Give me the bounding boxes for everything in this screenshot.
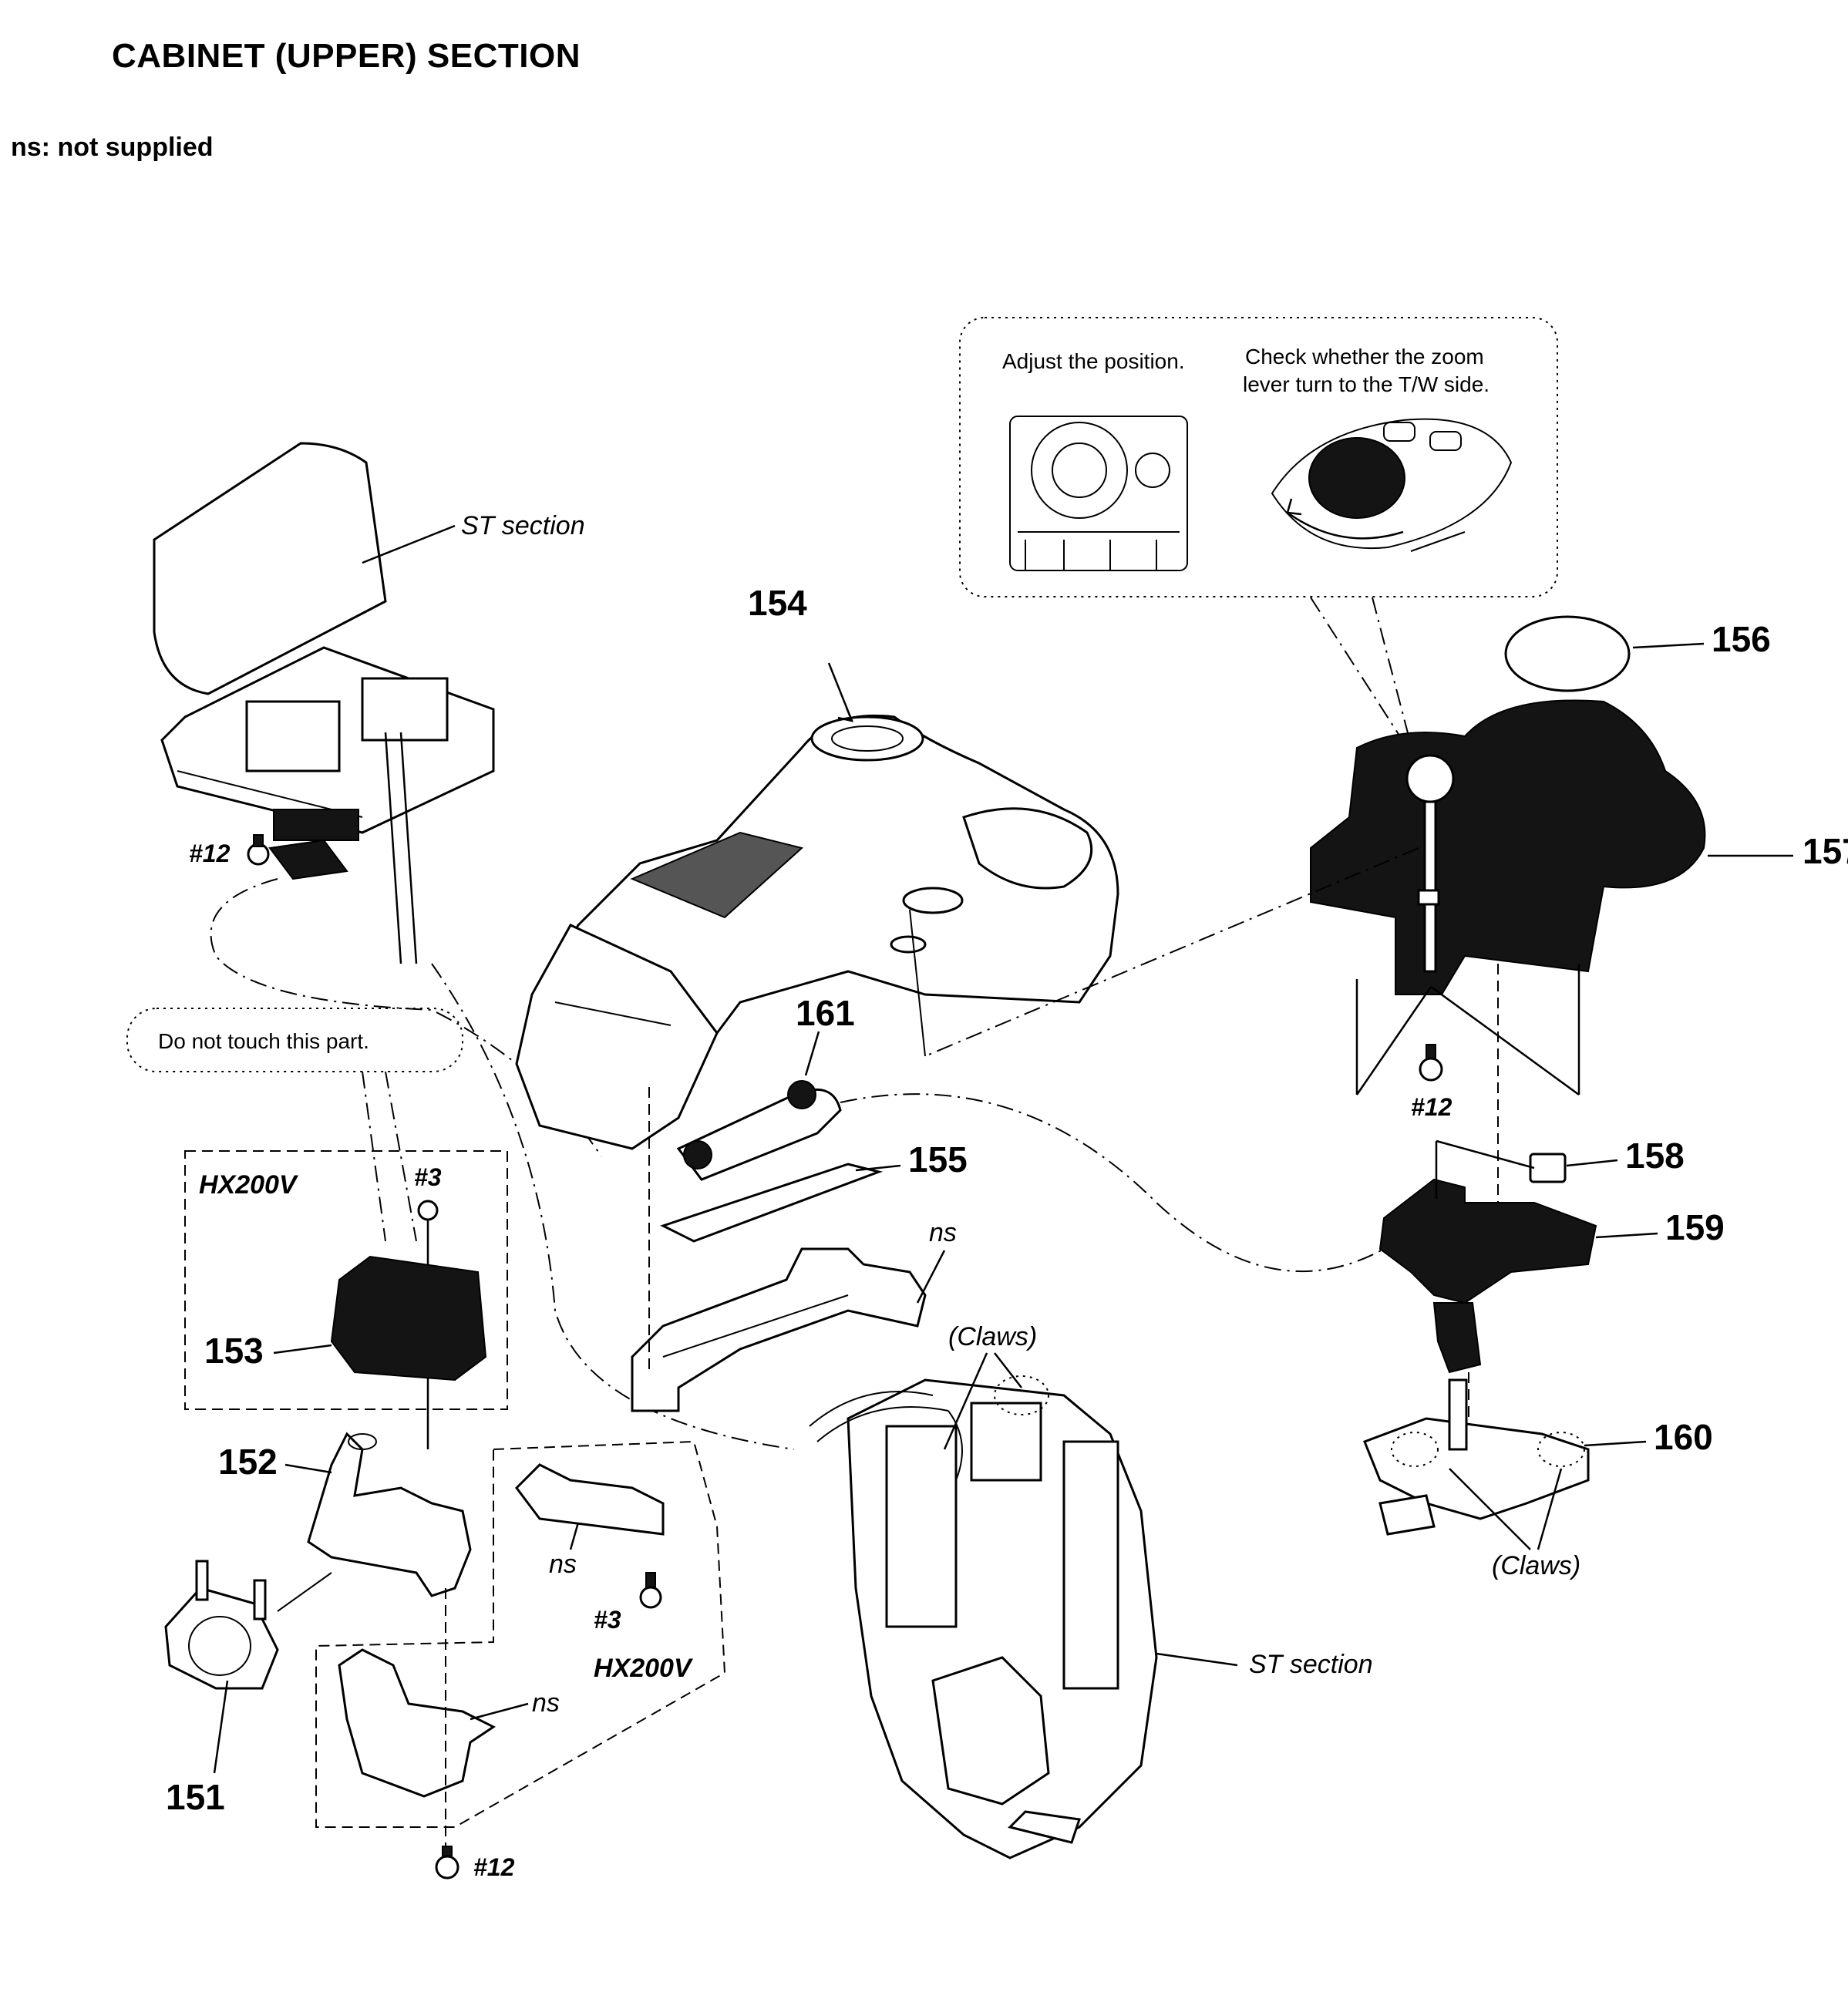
part-152-label: 152 [218,1442,278,1482]
part-155-sheet [660,1163,884,1243]
part-151-label: 151 [166,1777,225,1817]
ns-large-plate-label: ns [532,1688,560,1718]
screw-top-left [247,834,270,866]
ns-small-plate-label: ns [549,1550,577,1579]
part-156-label: 156 [1712,619,1771,659]
part-153-block [330,1255,487,1382]
part-157-label: 157 [1803,831,1848,871]
warning-note: Do not touch this part. [158,1029,369,1053]
callout-right-note-line2: lever turn to the T/W side. [1243,372,1490,396]
legend-note: ns: not supplied [11,133,214,162]
hx200v-box-a-label: HX200V [199,1170,299,1200]
claws-right-label: (Claws) [1492,1551,1580,1580]
st-section-top-label: ST section [461,511,585,540]
part-161-lever [676,1080,842,1181]
part-154-cabinet-upper [515,714,1119,1150]
part-160-label: 160 [1654,1417,1713,1457]
st-section-top-assembly [153,442,495,964]
screw-12-right-label: #12 [1411,1093,1452,1121]
part-151-frame [164,1560,279,1690]
part-153-label: 153 [204,1331,264,1371]
st-section-bottom-assembly [809,1375,1158,1859]
screw-right [1419,1044,1443,1082]
small-plate-ns [515,1463,665,1536]
part-160-bracket [1363,1378,1590,1536]
part-154-label: 154 [748,583,807,623]
screw-12-top-left-label: #12 [189,840,231,867]
zoom-callout: Adjust the position. Check whether the z… [959,317,1558,597]
hx200v-box-b-label: HX200V [594,1654,694,1683]
screw-small-plate [639,1572,662,1609]
part-159-label: 159 [1665,1207,1725,1247]
part-158-label: 158 [1625,1136,1685,1176]
callout-left-note: Adjust the position. [1002,349,1185,373]
metal-frame-bracket [631,1247,927,1412]
part-157-zoom-block [1310,699,1706,995]
part-155-label: 155 [908,1139,968,1180]
dial-mechanism-illustration [1009,416,1188,571]
callout-right-note-line1: Check whether the zoom [1245,345,1484,369]
zoom-lever-illustration [1271,418,1513,552]
ns-frame-label: ns [929,1218,957,1247]
screw-bottom [435,1846,459,1880]
st-section-bottom-label: ST section [1249,1650,1373,1679]
page-title: CABINET (UPPER) SECTION [112,37,581,75]
part-161-label: 161 [796,993,855,1033]
part-159-switch-block [1378,1178,1597,1374]
part-152-bracket [307,1432,472,1597]
claws-center-label: (Claws) [948,1322,1037,1351]
part-158-block [1529,1153,1567,1183]
part-156-window [1504,615,1631,692]
screw-12-bottom-label: #12 [473,1853,515,1881]
screw-3-small-plate-label: #3 [594,1606,621,1634]
large-plate-ns [338,1648,496,1798]
screw-3-hx200v-label: #3 [414,1163,442,1191]
